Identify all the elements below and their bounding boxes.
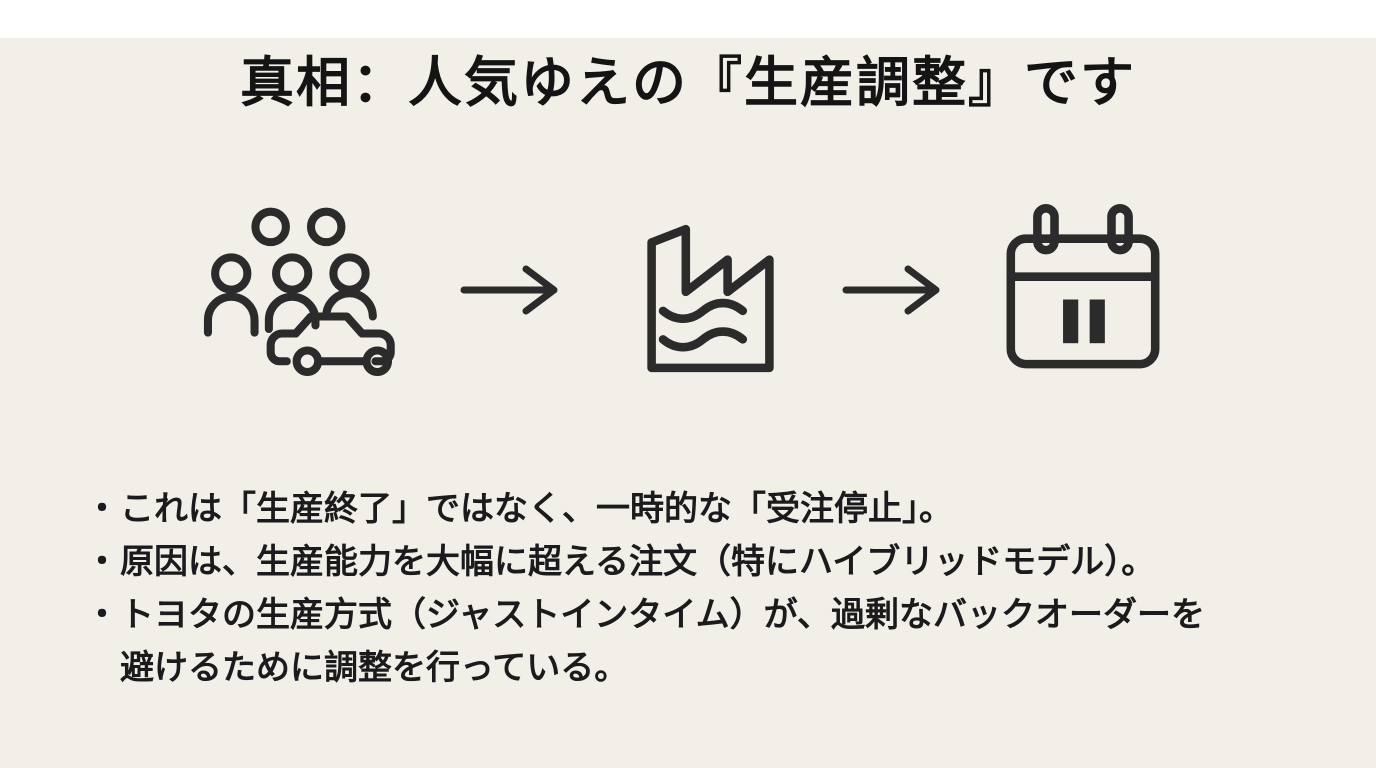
slide: 真相：人気ゆえの『生産調整』です [0, 38, 1376, 768]
bullet-text: 原因は、生産能力を大幅に超える注文（特にハイブリッドモデル）。 [120, 542, 1156, 583]
calendar-pause-icon [988, 195, 1178, 385]
flow-diagram [0, 185, 1376, 395]
arrow-right-icon [458, 261, 562, 319]
bullet-marker: ・ [85, 489, 119, 529]
customers-with-car-icon [199, 193, 414, 388]
list-item: ・ トヨタの生産方式（ジャストインタイム）が、過剰なバックオーダーを避けるために… [84, 589, 1264, 695]
factory-icon [606, 195, 796, 385]
list-item: ・ 原因は、生産能力を大幅に超える注文（特にハイブリッドモデル）。 [84, 536, 1264, 589]
list-item: ・ これは「生産終了」ではなく、一時的な「受注停止」。 [84, 483, 1264, 536]
arrow-right-icon [840, 261, 944, 319]
bullet-text: これは「生産終了」ではなく、一時的な「受注停止」。 [120, 489, 953, 529]
slide-title: 真相：人気ゆえの『生産調整』です [240, 51, 1136, 114]
bullet-marker: ・ [85, 595, 119, 636]
bullet-list: ・ これは「生産終了」ではなく、一時的な「受注停止」。 ・ 原因は、生産能力を大… [84, 483, 1264, 695]
bullet-marker: ・ [85, 542, 119, 583]
bullet-text: トヨタの生産方式（ジャストインタイム）が、過剰なバックオーダーを避けるために調整… [120, 595, 1205, 689]
